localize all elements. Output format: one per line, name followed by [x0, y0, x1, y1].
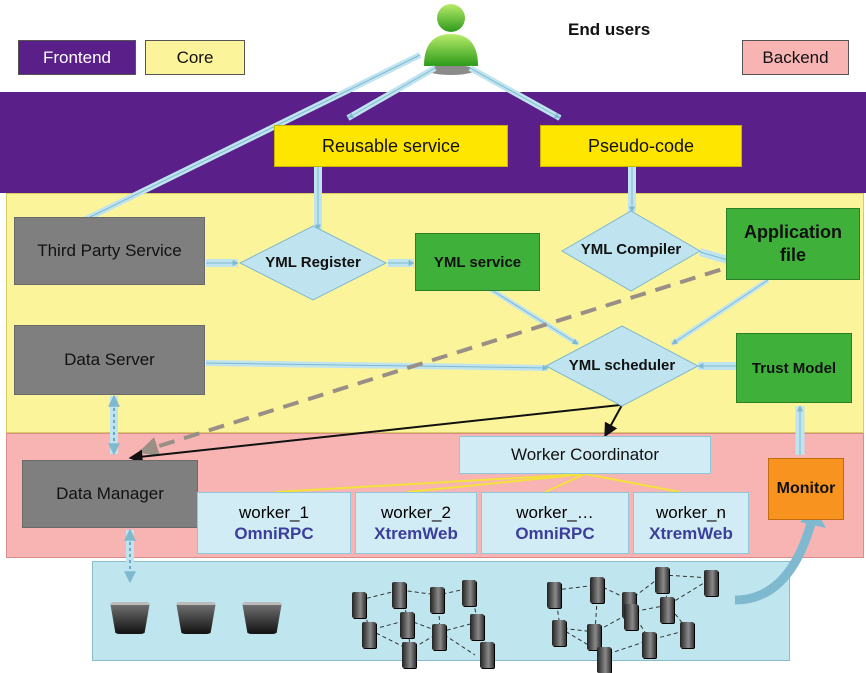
yml-scheduler-diamond	[544, 325, 700, 407]
computer-icon	[590, 577, 604, 603]
computer-icon	[362, 622, 376, 648]
yml-compiler-label: YML Compiler	[580, 241, 682, 258]
worker-name: worker_2	[381, 502, 451, 522]
computer-icon	[470, 614, 484, 640]
computer-icon	[552, 620, 566, 646]
worker-coordinator-box: Worker Coordinator	[459, 436, 711, 474]
application-file-box: Application file	[726, 208, 860, 280]
worker-box-3: worker_… OmniRPC	[481, 492, 629, 554]
worker-middleware: OmniRPC	[515, 524, 595, 543]
computer-icon	[400, 612, 414, 638]
computer-icon	[642, 632, 656, 658]
worker-box-4: worker_n XtremWeb	[633, 492, 749, 554]
worker-name: worker_1	[239, 502, 309, 522]
computer-icon	[402, 642, 416, 668]
computer-icon	[547, 582, 561, 608]
end-user-icon	[424, 4, 478, 75]
legend-frontend: Frontend	[18, 40, 136, 75]
yml-compiler-diamond	[561, 210, 701, 292]
computer-icon	[597, 647, 611, 673]
yml-service-box: YML service	[415, 233, 540, 291]
computer-icon	[587, 624, 601, 650]
data-server-box: Data Server	[14, 325, 205, 395]
trust-model-box: Trust Model	[736, 333, 852, 403]
legend-backend: Backend	[742, 40, 849, 75]
computer-icon	[392, 582, 406, 608]
computer-icon	[430, 587, 444, 613]
computer-icon	[624, 604, 638, 630]
yml-register-diamond	[238, 225, 388, 301]
worker-box-2: worker_2 XtremWeb	[355, 492, 477, 554]
monitor-box: Monitor	[768, 458, 844, 520]
data-manager-box: Data Manager	[22, 460, 198, 528]
end-users-label: End users	[568, 20, 651, 39]
worker-name: worker_…	[516, 502, 594, 522]
worker-middleware: XtremWeb	[649, 524, 733, 543]
worker-box-1: worker_1 OmniRPC	[197, 492, 351, 554]
legend-core: Core	[145, 40, 245, 75]
pseudo-code-box: Pseudo-code	[540, 125, 742, 167]
worker-middleware: OmniRPC	[234, 524, 314, 543]
yml-scheduler-label: YML scheduler	[568, 357, 676, 374]
yml-register-label: YML Register	[265, 254, 361, 271]
computer-icon	[352, 592, 366, 618]
computer-icon	[680, 622, 694, 648]
computer-icon	[480, 642, 494, 668]
reusable-service-box: Reusable service	[274, 125, 508, 167]
computer-icon	[660, 597, 674, 623]
computer-icon	[432, 624, 446, 650]
computer-icon	[176, 602, 216, 634]
computer-icon	[110, 602, 150, 634]
worker-name: worker_n	[656, 502, 726, 522]
third-party-service-box: Third Party Service	[14, 217, 205, 285]
computer-icon	[704, 570, 718, 596]
worker-middleware: XtremWeb	[374, 524, 458, 543]
computer-icon	[655, 567, 669, 593]
computer-icon	[462, 580, 476, 606]
computer-icon	[242, 602, 282, 634]
